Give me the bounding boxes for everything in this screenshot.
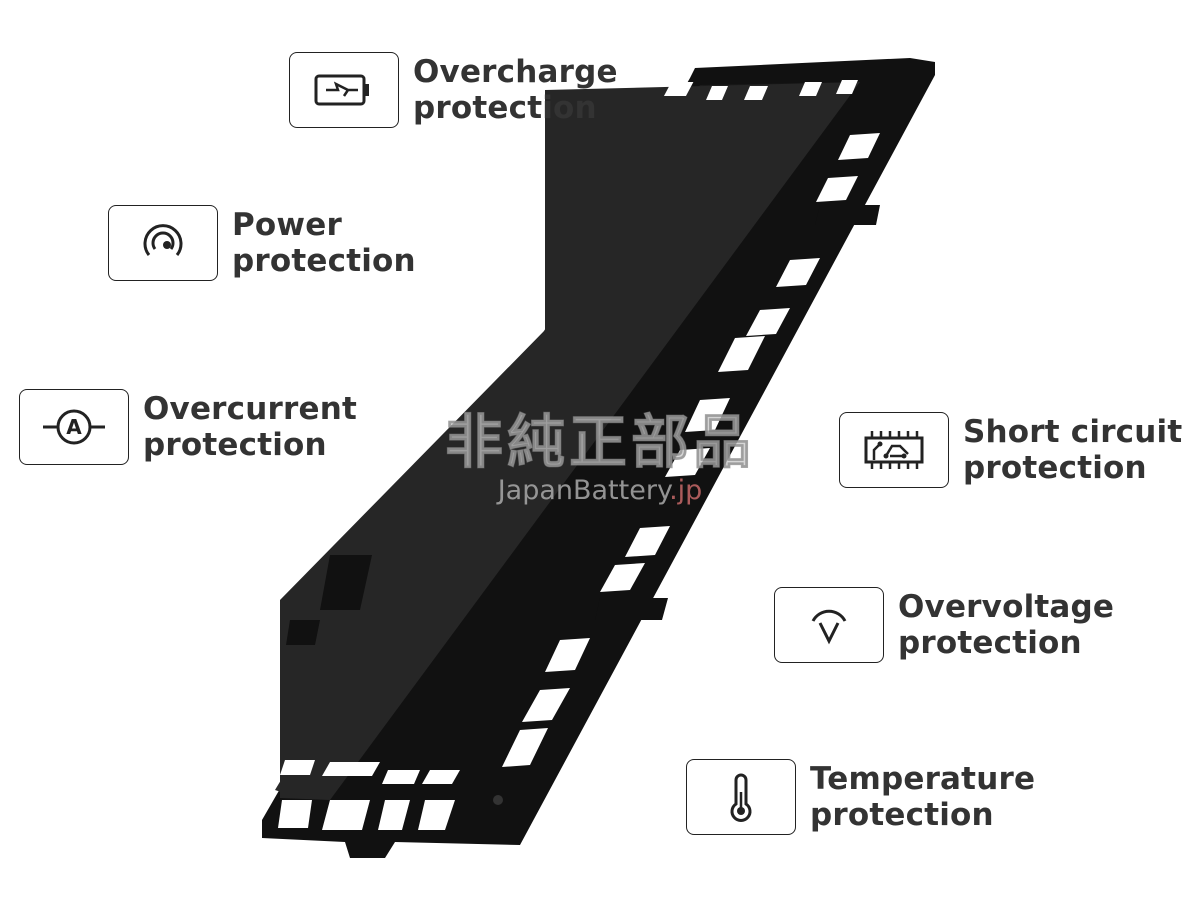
ammeter-icon: A <box>43 409 105 445</box>
label-line1: Temperature <box>810 761 1036 797</box>
label-line2: protection <box>413 90 597 126</box>
icon-box <box>774 587 884 663</box>
label-line1: Overcurrent <box>143 391 358 427</box>
icon-box <box>839 412 949 488</box>
battery-charge-icon <box>314 74 369 106</box>
label-line2: protection <box>143 427 327 463</box>
circuit-chip-icon <box>864 431 924 469</box>
label-line2: protection <box>898 625 1082 661</box>
label-line1: Power <box>232 207 342 243</box>
label-line2: protection <box>810 797 994 833</box>
icon-box: A <box>19 389 129 465</box>
label-line2: protection <box>232 243 416 279</box>
icon-box <box>108 205 218 281</box>
voltage-icon <box>811 609 847 645</box>
icon-box <box>686 759 796 835</box>
icon-box <box>289 52 399 128</box>
label-line1: Overcharge <box>413 54 618 90</box>
label-line1: Overvoltage <box>898 589 1115 625</box>
svg-text:A: A <box>66 415 82 439</box>
thermometer-icon <box>730 773 752 822</box>
label-line2: protection <box>963 450 1147 486</box>
label-line1: Short circuit <box>963 414 1183 450</box>
gauge-icon <box>143 224 183 256</box>
